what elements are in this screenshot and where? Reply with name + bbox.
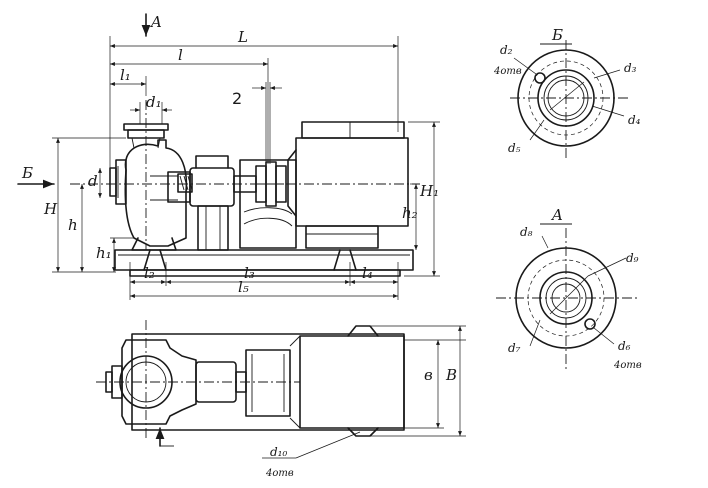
dim-d: d xyxy=(88,172,98,190)
dim-h2: h₂ xyxy=(402,204,418,222)
view-A-d8: d₈ xyxy=(520,225,533,239)
dim-b: в xyxy=(424,366,433,384)
view-arrow-A: A xyxy=(149,13,162,31)
view-B-d2-holes: 4отв xyxy=(493,66,522,77)
view-arrow-B: Б xyxy=(21,164,33,182)
view-B-d3: d₃ xyxy=(624,61,637,75)
dim-d10-holes: 4отв xyxy=(265,468,294,479)
view-A-d6: d₆ xyxy=(618,339,631,353)
dim-l1: l₁ xyxy=(120,66,131,84)
view-B-d4: d₄ xyxy=(628,113,641,127)
dim-l2: l₂ xyxy=(144,264,155,282)
view-B-d5: d₅ xyxy=(508,141,521,155)
electric-motor xyxy=(287,121,409,249)
view-A-d7: d₇ xyxy=(508,341,521,355)
dim-l5: l₅ xyxy=(238,278,249,296)
view-A-d6-holes: 4отв xyxy=(613,360,642,371)
view-A-title: A xyxy=(550,206,563,224)
dim-h1: h₁ xyxy=(96,244,112,262)
view-A-flange: A d₈ d₉ d₆ 4отв d₇ xyxy=(496,206,642,371)
dim-B: В xyxy=(445,366,457,384)
dim-d1: d₁ xyxy=(146,93,162,111)
view-B-d2: d₂ xyxy=(500,43,513,57)
view-A-d9: d₉ xyxy=(626,251,639,265)
view-B-title: Б xyxy=(551,26,563,44)
view-B-flange: Б d₂ 4отв d₃ d₄ d₅ xyxy=(493,26,641,158)
dim-H: H xyxy=(43,200,58,218)
dim-gap-2: 2 xyxy=(232,89,242,108)
coupling xyxy=(233,159,297,249)
side-view: L l l₁ d₁ 2 A Б H h d xyxy=(17,13,440,300)
dim-L: L xyxy=(237,28,248,46)
dim-h: h xyxy=(68,216,78,234)
dim-l: l xyxy=(178,46,183,64)
plan-view: в В d₁₀ 4отв xyxy=(96,320,466,479)
dim-l4: l₄ xyxy=(362,264,373,282)
dim-d10: d₁₀ xyxy=(270,445,287,459)
dim-l3: l₃ xyxy=(244,264,255,282)
dim-H1: H₁ xyxy=(419,182,439,200)
